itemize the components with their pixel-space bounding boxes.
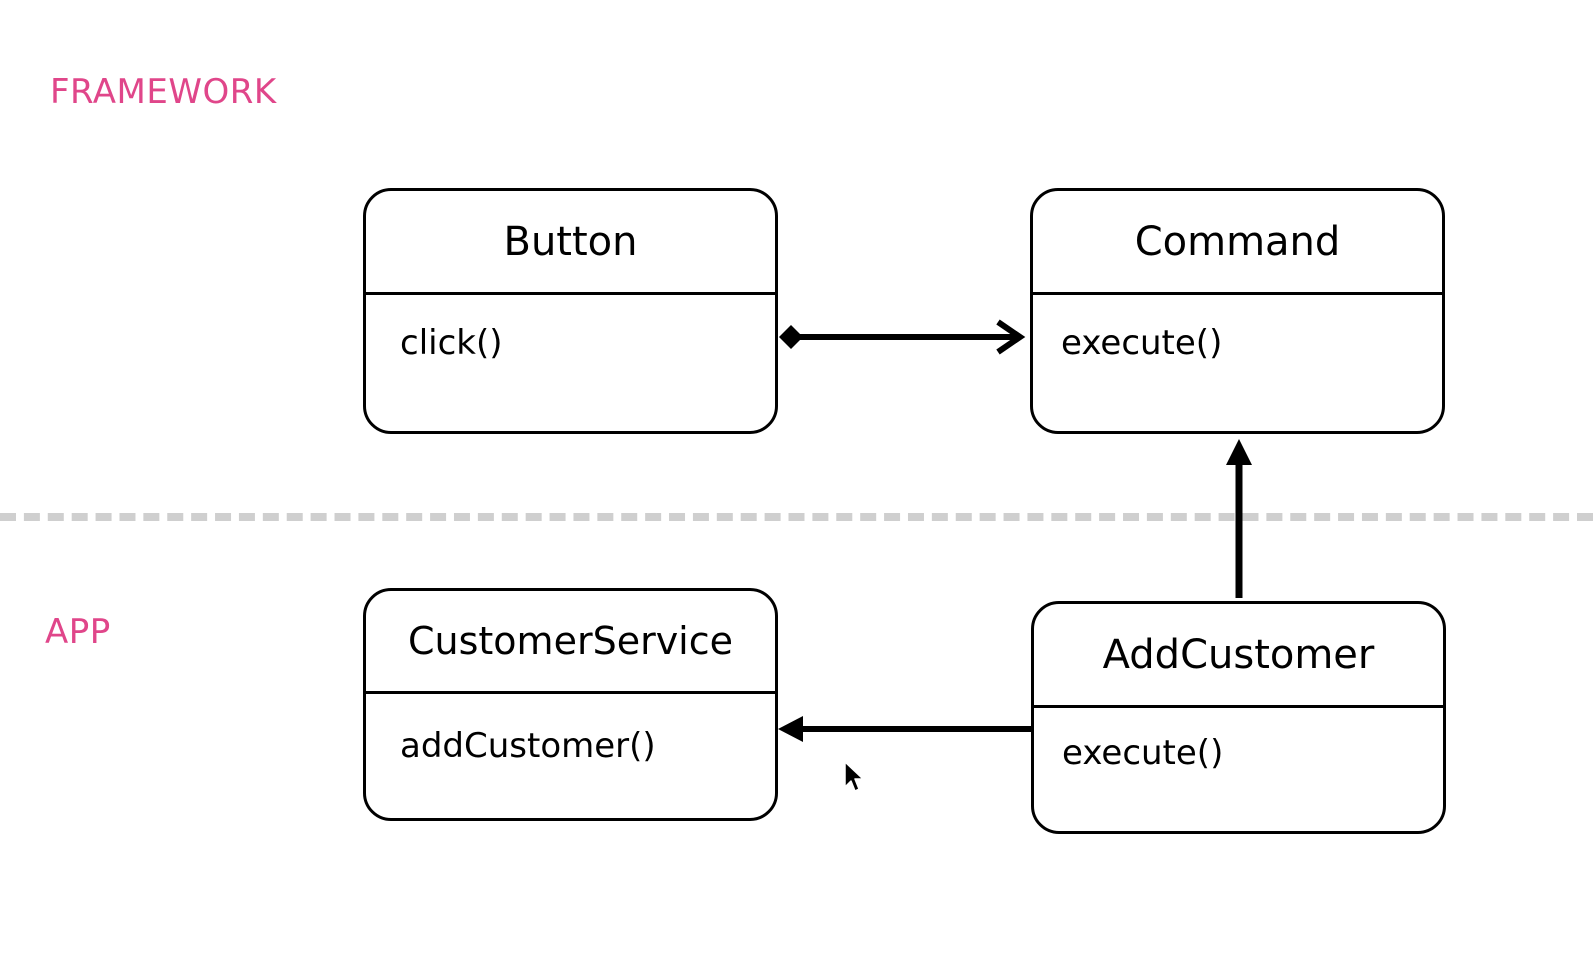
class-name: Command (1033, 191, 1442, 295)
app-layer-label: APP (45, 612, 111, 652)
class-method: click() (400, 323, 503, 363)
class-box-button[interactable]: Button click() (363, 188, 778, 434)
composition-diamond-icon (779, 325, 803, 349)
mouse-pointer-icon (844, 761, 864, 792)
layer-divider (0, 513, 1593, 521)
open-arrowhead-icon (996, 319, 1026, 355)
button-command-composition (779, 319, 1026, 355)
class-box-command[interactable]: Command execute() (1030, 188, 1445, 434)
class-box-customer-service[interactable]: CustomerService addCustomer() (363, 588, 778, 821)
class-box-add-customer[interactable]: AddCustomer execute() (1031, 601, 1446, 834)
addcustomer-customerservice-association (778, 716, 1031, 742)
class-name: Button (366, 191, 775, 295)
addcustomer-command-inheritance (1226, 439, 1252, 598)
framework-layer-label: FRAMEWORK (50, 72, 277, 112)
filled-arrowhead-icon (778, 716, 803, 742)
filled-arrowhead-icon (1226, 439, 1252, 465)
class-name: CustomerService (366, 591, 775, 694)
class-method: execute() (1061, 323, 1223, 363)
class-method: addCustomer() (400, 726, 656, 766)
class-name: AddCustomer (1034, 604, 1443, 708)
class-method: execute() (1062, 733, 1224, 773)
